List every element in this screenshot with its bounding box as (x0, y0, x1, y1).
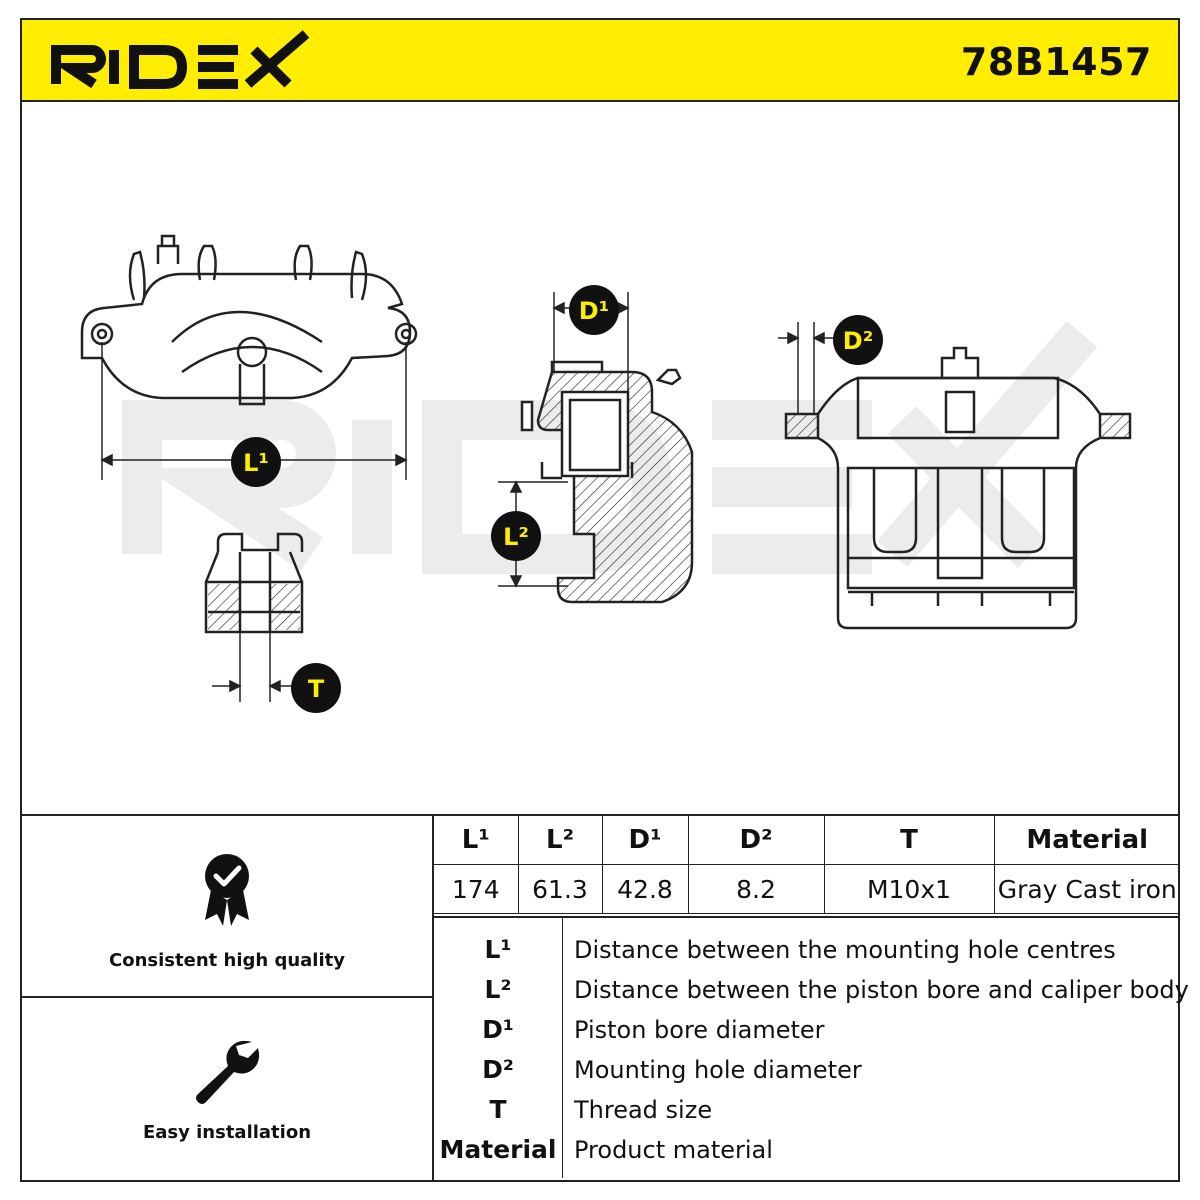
legend-row: L¹ Distance between the mounting hole ce… (434, 930, 1178, 970)
caliper-top-view (784, 346, 1132, 630)
feature-quality: Consistent high quality (22, 816, 432, 998)
l1-badge-label: L¹ (243, 449, 269, 477)
legend-row: Material Product material (434, 1130, 1178, 1170)
specs-header-l2: L² (517, 816, 603, 865)
legend-desc: Piston bore diameter (574, 1016, 825, 1044)
specs-value-d2: 8.2 (687, 864, 825, 914)
specs-value-l2: 61.3 (517, 864, 603, 914)
legend-key: Material (439, 1135, 557, 1164)
quality-badge-icon (205, 854, 249, 926)
d2-badge-label: D² (843, 327, 873, 355)
t-dimension (212, 632, 298, 702)
specs-value-row: 174 61.3 42.8 8.2 M10x1 Gray Cast iron (434, 864, 1180, 914)
t-badge-label: T (308, 675, 325, 703)
specs-value-t: M10x1 (823, 864, 995, 914)
legend-divider (562, 918, 563, 1178)
legend-desc: Thread size (574, 1096, 713, 1124)
specs-header-d2: D² (687, 816, 825, 865)
legend-desc: Product material (574, 1136, 773, 1164)
d1-badge (569, 285, 619, 335)
specs-value-d1: 42.8 (601, 864, 689, 914)
caliper-front-view (80, 234, 418, 406)
l1-dimension (100, 342, 408, 480)
legend-key: L² (484, 975, 512, 1004)
legend-row: D¹ Piston bore diameter (434, 1010, 1178, 1050)
wrench-icon (196, 1040, 260, 1104)
technical-drawing: L¹ T (22, 102, 1178, 814)
legend-desc: Distance between the mounting hole centr… (574, 936, 1116, 964)
specs-header-d1: D¹ (601, 816, 689, 865)
specs-table: L¹ L² D¹ D² T Material 174 61.3 42.8 8.2… (434, 816, 1180, 914)
product-sheet: 78B1457 (20, 18, 1189, 1182)
specs-header-l1: L¹ (434, 816, 519, 865)
thread-detail-view (204, 532, 304, 634)
legend-row: D² Mounting hole diameter (434, 1050, 1178, 1090)
legend-key: D¹ (482, 1015, 514, 1044)
dimension-legend: L¹ Distance between the mounting hole ce… (434, 916, 1189, 1178)
caliper-cross-section (520, 360, 694, 604)
panel-divider (432, 816, 434, 1180)
d2-dimension (778, 322, 834, 414)
d1-badge-label: D¹ (579, 297, 609, 325)
specs-header-t: T (823, 816, 995, 865)
legend-desc: Distance between the piston bore and cal… (574, 976, 1189, 1004)
l2-badge-label: L² (503, 523, 529, 551)
caliper-drawing-svg: L¹ T (80, 234, 1132, 713)
header-bar: 78B1457 (22, 20, 1178, 102)
part-number: 78B1457 (960, 40, 1152, 84)
legend-key: T (489, 1095, 507, 1124)
l1-badge (231, 437, 281, 487)
t-badge (291, 663, 341, 713)
legend-row: T Thread size (434, 1090, 1178, 1130)
specs-header-row: L¹ L² D¹ D² T Material (434, 816, 1180, 865)
feature-installation: Easy installation (22, 998, 432, 1180)
legend-row: L² Distance between the piston bore and … (434, 970, 1189, 1010)
info-panel: Consistent high quality Easy installatio… (22, 814, 1189, 1180)
legend-key: D² (482, 1055, 514, 1084)
legend-key: L¹ (484, 935, 512, 964)
ridex-logo (51, 30, 310, 89)
l2-badge (491, 511, 541, 561)
specs-value-l1: 174 (434, 864, 519, 914)
legend-desc: Mounting hole diameter (574, 1056, 862, 1084)
feature-quality-label: Consistent high quality (109, 950, 345, 971)
specs-value-material: Gray Cast iron (993, 864, 1180, 914)
feature-installation-label: Easy installation (142, 1122, 312, 1143)
d2-badge (833, 315, 883, 365)
specs-header-material: Material (993, 816, 1180, 865)
